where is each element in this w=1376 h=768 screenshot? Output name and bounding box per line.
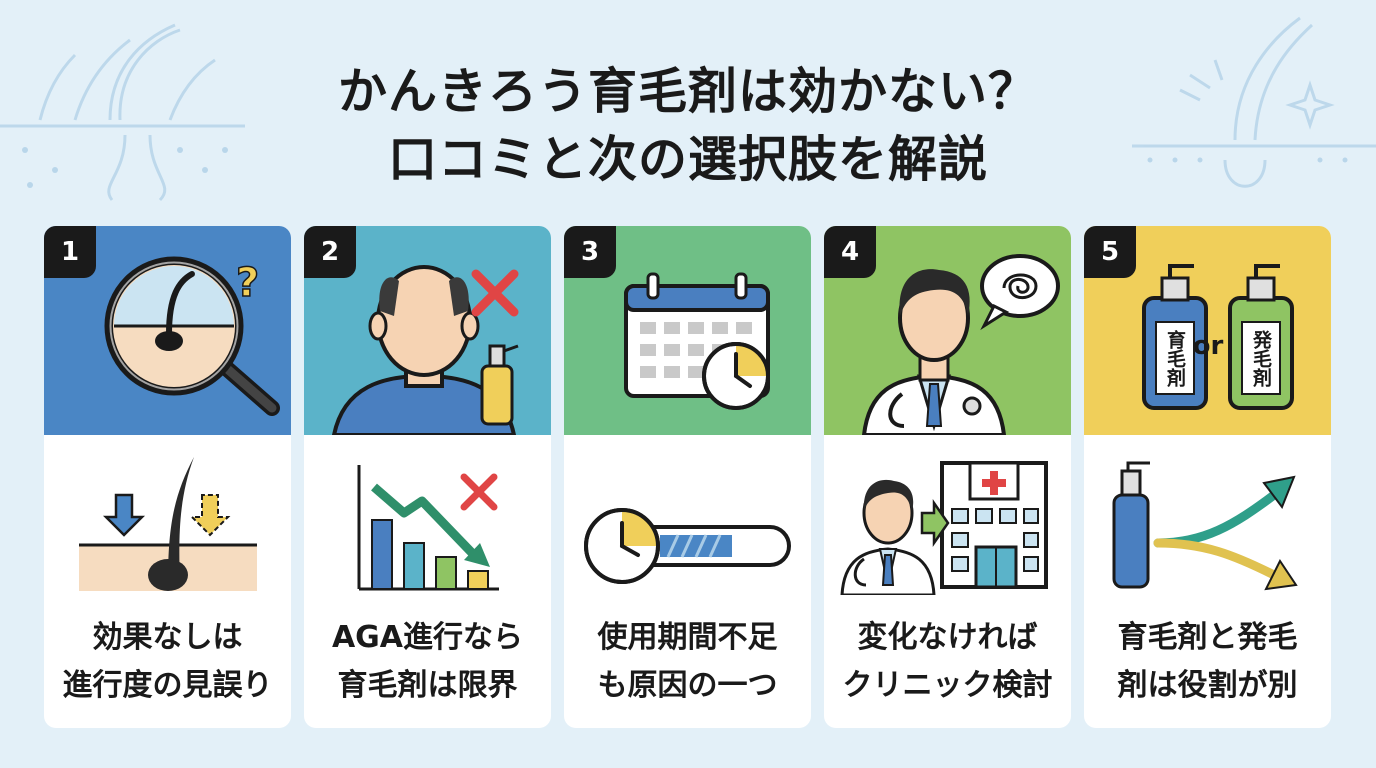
card-number: 4 [824, 226, 876, 278]
hair-growth-bottle-icon: 発毛剤 [1228, 264, 1294, 410]
card-3-header: 3 [564, 226, 811, 435]
caption-line: クリニック検討 [842, 668, 1053, 703]
card-4-header: 4 [824, 226, 1071, 437]
card-1-header: ? 1 [44, 226, 291, 435]
magnifier-hair-icon: ? [104, 256, 280, 416]
card-5-caption: 育毛剤と発毛 剤は役割が別 [1084, 614, 1331, 710]
card-3-caption: 使用期間不足 も原因の一つ [564, 614, 811, 710]
caption-line: 進行度の見誤り [62, 668, 273, 703]
card-4: 4 [824, 226, 1071, 728]
hair-follicle-arrows-icon [79, 457, 257, 591]
card-number: 1 [44, 226, 96, 278]
svg-text:?: ? [236, 260, 259, 306]
caption-line: 効果なしは [92, 620, 243, 655]
caption-line: 変化なければ [857, 620, 1038, 655]
doctor-hospital-icon [840, 461, 1048, 597]
bottle-label-right: 発毛剤 [1250, 329, 1273, 388]
card-5: 育毛剤 or 発毛剤 5 [1084, 226, 1331, 728]
hair-tonic-bottle-icon: 育毛剤 [1142, 264, 1208, 410]
card-1: ? 1 効果なしは 進行度の見誤り [44, 226, 291, 728]
calendar-clock-icon [624, 272, 770, 410]
title-line-1: かんきろう育毛剤は効かない？ [337, 63, 1038, 120]
caption-line: 育毛剤と発毛 [1117, 620, 1298, 655]
card-2-header: 2 [304, 226, 551, 437]
card-number: 3 [564, 226, 616, 278]
card-4-caption: 変化なければ クリニック検討 [824, 614, 1071, 710]
caption-line: 育毛剤は限界 [337, 668, 518, 703]
card-3: 3 使用期間不足 も原因の一つ [564, 226, 811, 728]
card-number: 5 [1084, 226, 1136, 278]
card-1-caption: 効果なしは 進行度の見誤り [44, 614, 291, 710]
balding-man-icon [331, 265, 519, 437]
caption-line: 使用期間不足 [597, 620, 778, 655]
caption-line: AGA進行なら [331, 620, 524, 655]
card-number: 2 [304, 226, 356, 278]
card-2-caption: AGA進行なら 育毛剤は限界 [304, 614, 551, 710]
bottle-branch-arrows-icon [1112, 461, 1298, 591]
page-title: かんきろう育毛剤は効かない？ 口コミと次の選択肢を解説 [0, 58, 1376, 194]
bottle-comparison-icon: 育毛剤 or 発毛剤 [1142, 264, 1294, 410]
caption-line: も原因の一つ [597, 668, 778, 703]
caption-line: 剤は役割が別 [1117, 668, 1298, 703]
card-2: 2 AGA進行なら 育毛剤は限界 [304, 226, 551, 728]
title-line-2: 口コミと次の選択肢を解説 [387, 131, 988, 188]
or-label: or [1193, 331, 1224, 361]
declining-bar-chart-icon [357, 465, 499, 591]
bottle-label-left: 育毛剤 [1164, 329, 1187, 388]
timer-progress-icon [584, 508, 791, 584]
doctor-icon [861, 254, 1060, 437]
card-5-header: 育毛剤 or 発毛剤 5 [1084, 226, 1331, 435]
